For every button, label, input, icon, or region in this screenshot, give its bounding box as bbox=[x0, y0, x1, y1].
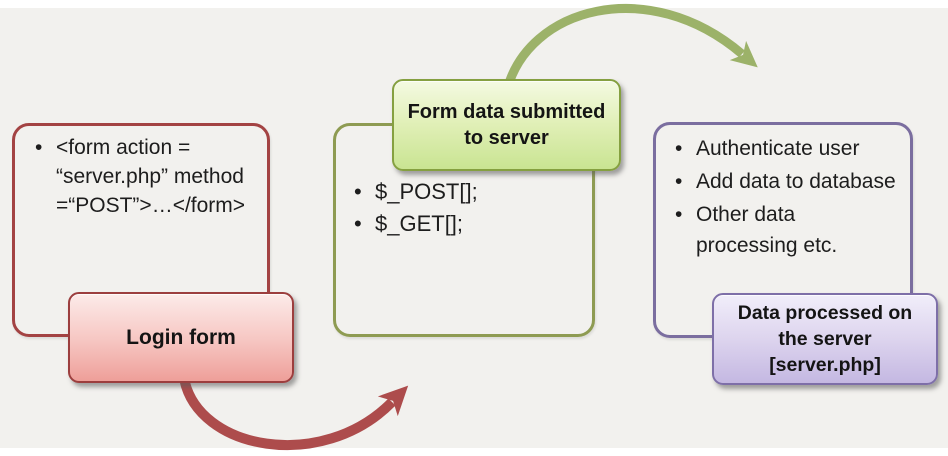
login-form-label-text: Login form bbox=[126, 325, 236, 349]
post-superglobal-text: $_POST[]; bbox=[375, 179, 478, 204]
bullet-icon: • bbox=[675, 170, 683, 193]
panel-data-processed: • Authenticate user • Add data to databa… bbox=[653, 122, 913, 338]
list-item: • Authenticate user bbox=[670, 133, 902, 164]
data-processed-label-text: Data processed on the server [server.php… bbox=[737, 302, 913, 376]
process-bullet-list: • Authenticate user • Add data to databa… bbox=[656, 125, 910, 261]
get-superglobal-text: $_GET[]; bbox=[375, 211, 464, 236]
authenticate-user-text: Authenticate user bbox=[696, 137, 860, 160]
bullet-icon: • bbox=[35, 136, 43, 159]
login-form-label: Login form bbox=[68, 292, 294, 383]
list-item: • $_GET[]; bbox=[349, 208, 582, 240]
list-item: • $_POST[]; bbox=[349, 176, 582, 208]
add-data-text: Add data to database bbox=[696, 170, 896, 193]
login-form-bullet-list: • <form action = “server.php” method =“P… bbox=[15, 126, 267, 220]
form-code-text: <form action = “server.php” method =“POS… bbox=[56, 136, 246, 217]
panel-login-form: • <form action = “server.php” method =“P… bbox=[12, 123, 270, 337]
other-processing-text: Other data processing etc. bbox=[696, 203, 838, 257]
form-data-submitted-label-text: Form data submitted to server bbox=[407, 101, 606, 149]
bullet-icon: • bbox=[354, 179, 362, 204]
bullet-icon: • bbox=[675, 203, 683, 226]
form-data-submitted-label: Form data submitted to server bbox=[392, 79, 621, 171]
data-processed-label: Data processed on the server [server.php… bbox=[712, 293, 938, 385]
bullet-icon: • bbox=[354, 211, 362, 236]
list-item: • Other data processing etc. bbox=[670, 199, 902, 261]
list-item: • Add data to database bbox=[670, 166, 902, 197]
list-item: • <form action = “server.php” method =“P… bbox=[30, 133, 255, 220]
submit-bullet-list: • $_POST[]; • $_GET[]; bbox=[336, 126, 592, 240]
bullet-icon: • bbox=[675, 137, 683, 160]
